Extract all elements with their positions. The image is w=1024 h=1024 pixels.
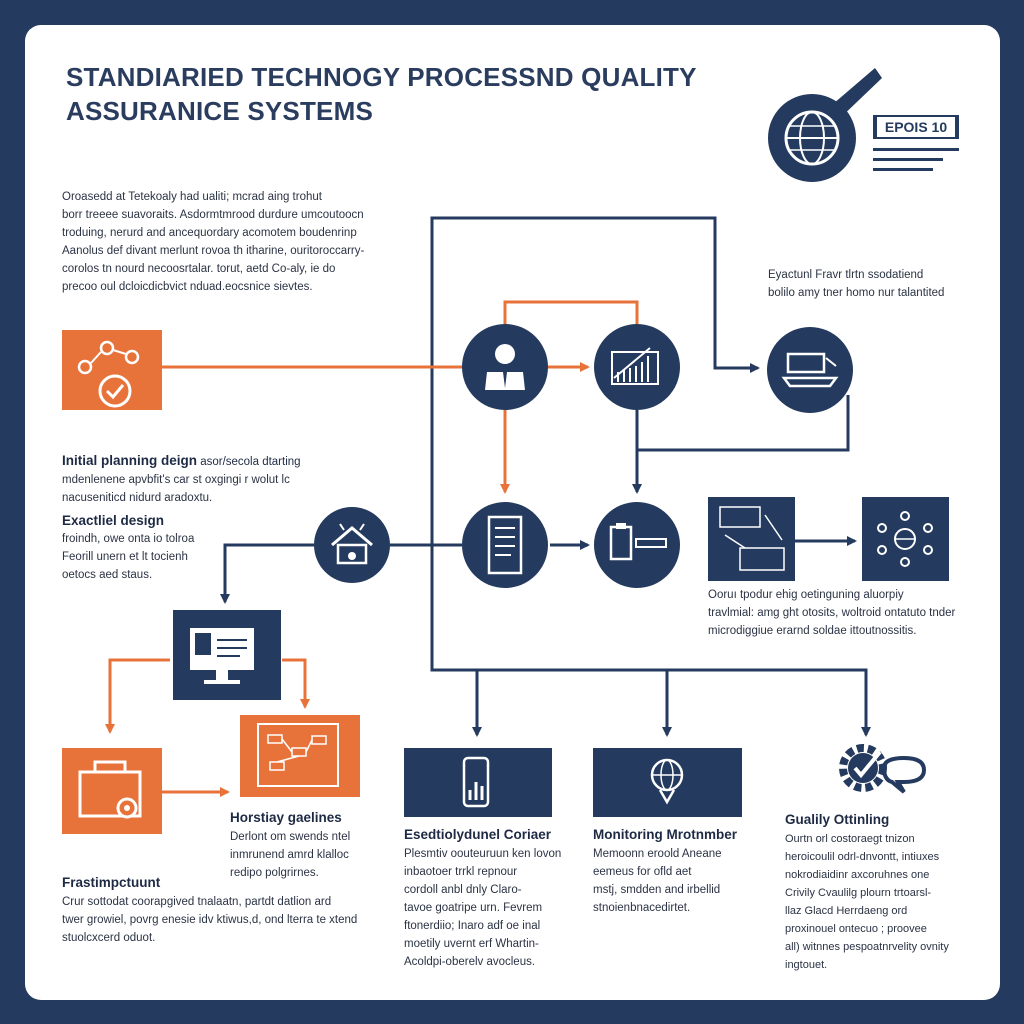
execution-design-heading: Exactliel design xyxy=(62,513,165,528)
flow-map-icon xyxy=(708,497,795,581)
first-impact-text: Crur sottodat coorapgived tnalaatn, part… xyxy=(62,896,358,944)
connector-to-display xyxy=(430,216,760,545)
planning-text: mdenlenene apvbfit's car st oxgingi r wo… xyxy=(62,474,290,504)
monitor-icon xyxy=(173,610,281,700)
connector-to-quality xyxy=(430,545,871,737)
clipboard-icon xyxy=(594,502,680,588)
person-icon xyxy=(462,324,548,410)
horstiay-heading: Horstiay gaelines xyxy=(230,810,342,825)
planning-heading: Initial planning deign asor/secola dtart… xyxy=(62,453,301,468)
connector-monitor-flowchart xyxy=(282,658,310,709)
briefcase-gear-icon xyxy=(62,748,162,834)
badge-rule xyxy=(873,148,959,151)
bar-chart-icon xyxy=(594,324,680,410)
display-icon xyxy=(767,327,853,413)
phone-bars-icon xyxy=(404,748,552,817)
intro-paragraph: Oroasedd at Tetekoaly had ualiti; mcrad … xyxy=(62,191,365,293)
page-title: STANDIARIED TECHNOGY PROCESSND QUALITY A… xyxy=(66,60,697,128)
flowchart-tablet-icon xyxy=(240,715,360,797)
badge-rule xyxy=(873,168,933,171)
connector-person-chart-arc xyxy=(503,300,639,325)
document-icon xyxy=(462,502,548,588)
quality-heading: Gualily Ottinling xyxy=(785,812,890,827)
exec-corner-heading: Esedtiolydunel Coriaer xyxy=(404,827,552,842)
title-line-1: STANDIARIED TECHNOGY PROCESSND QUALITY xyxy=(66,62,697,92)
globe-bulb-icon xyxy=(593,748,742,817)
house-icon xyxy=(314,507,390,583)
connector-monitor-briefcase xyxy=(105,658,170,734)
title-line-2: ASSURANICE SYSTEMS xyxy=(66,96,373,126)
navy-connectors xyxy=(220,216,871,737)
version-badge: EPOIS 10 xyxy=(873,115,959,139)
quality-gear-check-icon xyxy=(839,744,927,794)
planning-network-icon xyxy=(62,330,162,410)
badge-rule xyxy=(873,158,943,161)
globe-pen-emblem-icon xyxy=(768,68,882,182)
first-impact-heading: Frastimpctuunt xyxy=(62,875,161,890)
connector-house-monitor xyxy=(220,543,315,604)
network-globe-icon xyxy=(862,497,949,581)
monitoring-heading: Monitoring Mrotnmber xyxy=(593,827,737,842)
version-badge-label: EPOIS 10 xyxy=(877,117,955,137)
